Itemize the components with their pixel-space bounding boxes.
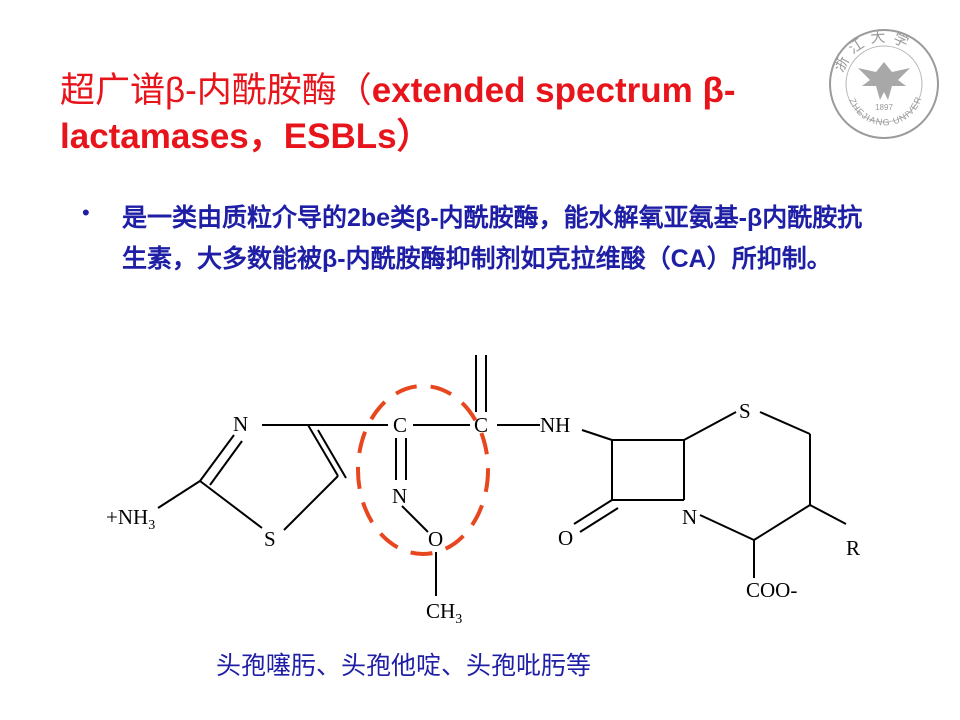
bond-c4-c5 xyxy=(307,424,339,477)
atom-ch3: CH3 xyxy=(426,599,462,627)
seal-year: 1897 xyxy=(875,103,893,112)
bond-c5-s xyxy=(283,475,339,531)
atom-ch3-subscript: 3 xyxy=(455,612,462,627)
bond-c4-c5-double xyxy=(317,429,347,479)
atom-coo: COO- xyxy=(746,578,797,602)
bond-n-o xyxy=(401,505,429,533)
eagle-emblem-icon xyxy=(858,62,910,100)
bond-c6-s xyxy=(683,411,737,441)
drug-examples-caption: 头孢噻肟、头孢他啶、头孢吡肟等 xyxy=(216,651,592,680)
atom-c2: C xyxy=(474,413,488,437)
atom-nh3-plus: +NH3 xyxy=(106,505,155,533)
atom-n-oxime: N xyxy=(392,484,407,508)
title-english-line2: lactamases，ESBLs） xyxy=(60,117,432,156)
bonds xyxy=(157,355,847,596)
atom-ch3-label: CH xyxy=(426,599,455,623)
bond-c3r-r xyxy=(809,504,847,525)
highlight-dashed-circle xyxy=(356,384,490,556)
atom-o-oxime: O xyxy=(428,527,443,551)
title-chinese: 超广谱β-内酰胺酶（ xyxy=(60,71,372,110)
bond-c2-n-double xyxy=(209,440,243,486)
atom-o-lactam: O xyxy=(558,526,573,550)
bond-c3r-c4r xyxy=(753,504,811,541)
cephalosporin-structure-diagram: N S +NH3 C C NH N O CH3 S N O R COO- xyxy=(106,355,860,627)
bond-c2-nh3 xyxy=(157,480,201,509)
bullet-dot-icon: • xyxy=(82,200,90,225)
university-seal-logo: 浙江大学 ZHEJIANG UNIVERSITY 1897 xyxy=(826,26,939,139)
seal-chinese-text: 浙江大学 xyxy=(830,27,911,75)
atom-s-ring: S xyxy=(739,399,751,423)
atom-r-group: R xyxy=(846,536,860,560)
bond-c8-o-2 xyxy=(579,507,619,533)
bond-c2-n xyxy=(199,434,235,482)
bullet-text: 是一类由质粒介导的2be类β-内酰胺酶，能水解氧亚氨基-β内酰胺抗生素，大多数能… xyxy=(122,204,863,273)
svg-text:浙江大学: 浙江大学 xyxy=(830,27,917,75)
atom-nh3-label: +NH xyxy=(106,505,148,529)
atom-nh3-subscript: 3 xyxy=(148,518,155,533)
title-english-line1: extended spectrum β- xyxy=(371,71,736,110)
bond-s-c2r xyxy=(759,411,811,435)
bond-nh-c7 xyxy=(581,429,613,441)
bond-s-c2 xyxy=(199,480,263,529)
atom-s-thiazole: S xyxy=(264,527,276,551)
atom-nh: NH xyxy=(540,413,570,437)
atom-n-thiazole: N xyxy=(233,412,248,436)
bullet-item: • 是一类由质粒介导的2be类β-内酰胺酶，能水解氧亚氨基-β内酰胺抗生素，大多… xyxy=(82,198,882,280)
slide-title: 超广谱β-内酰胺酶（extended spectrum β- lactamase… xyxy=(60,68,900,160)
bond-c8-o-1 xyxy=(573,499,613,525)
atom-n-ring: N xyxy=(682,505,697,529)
bond-c4r-n xyxy=(699,514,755,541)
atom-c1: C xyxy=(393,413,407,437)
